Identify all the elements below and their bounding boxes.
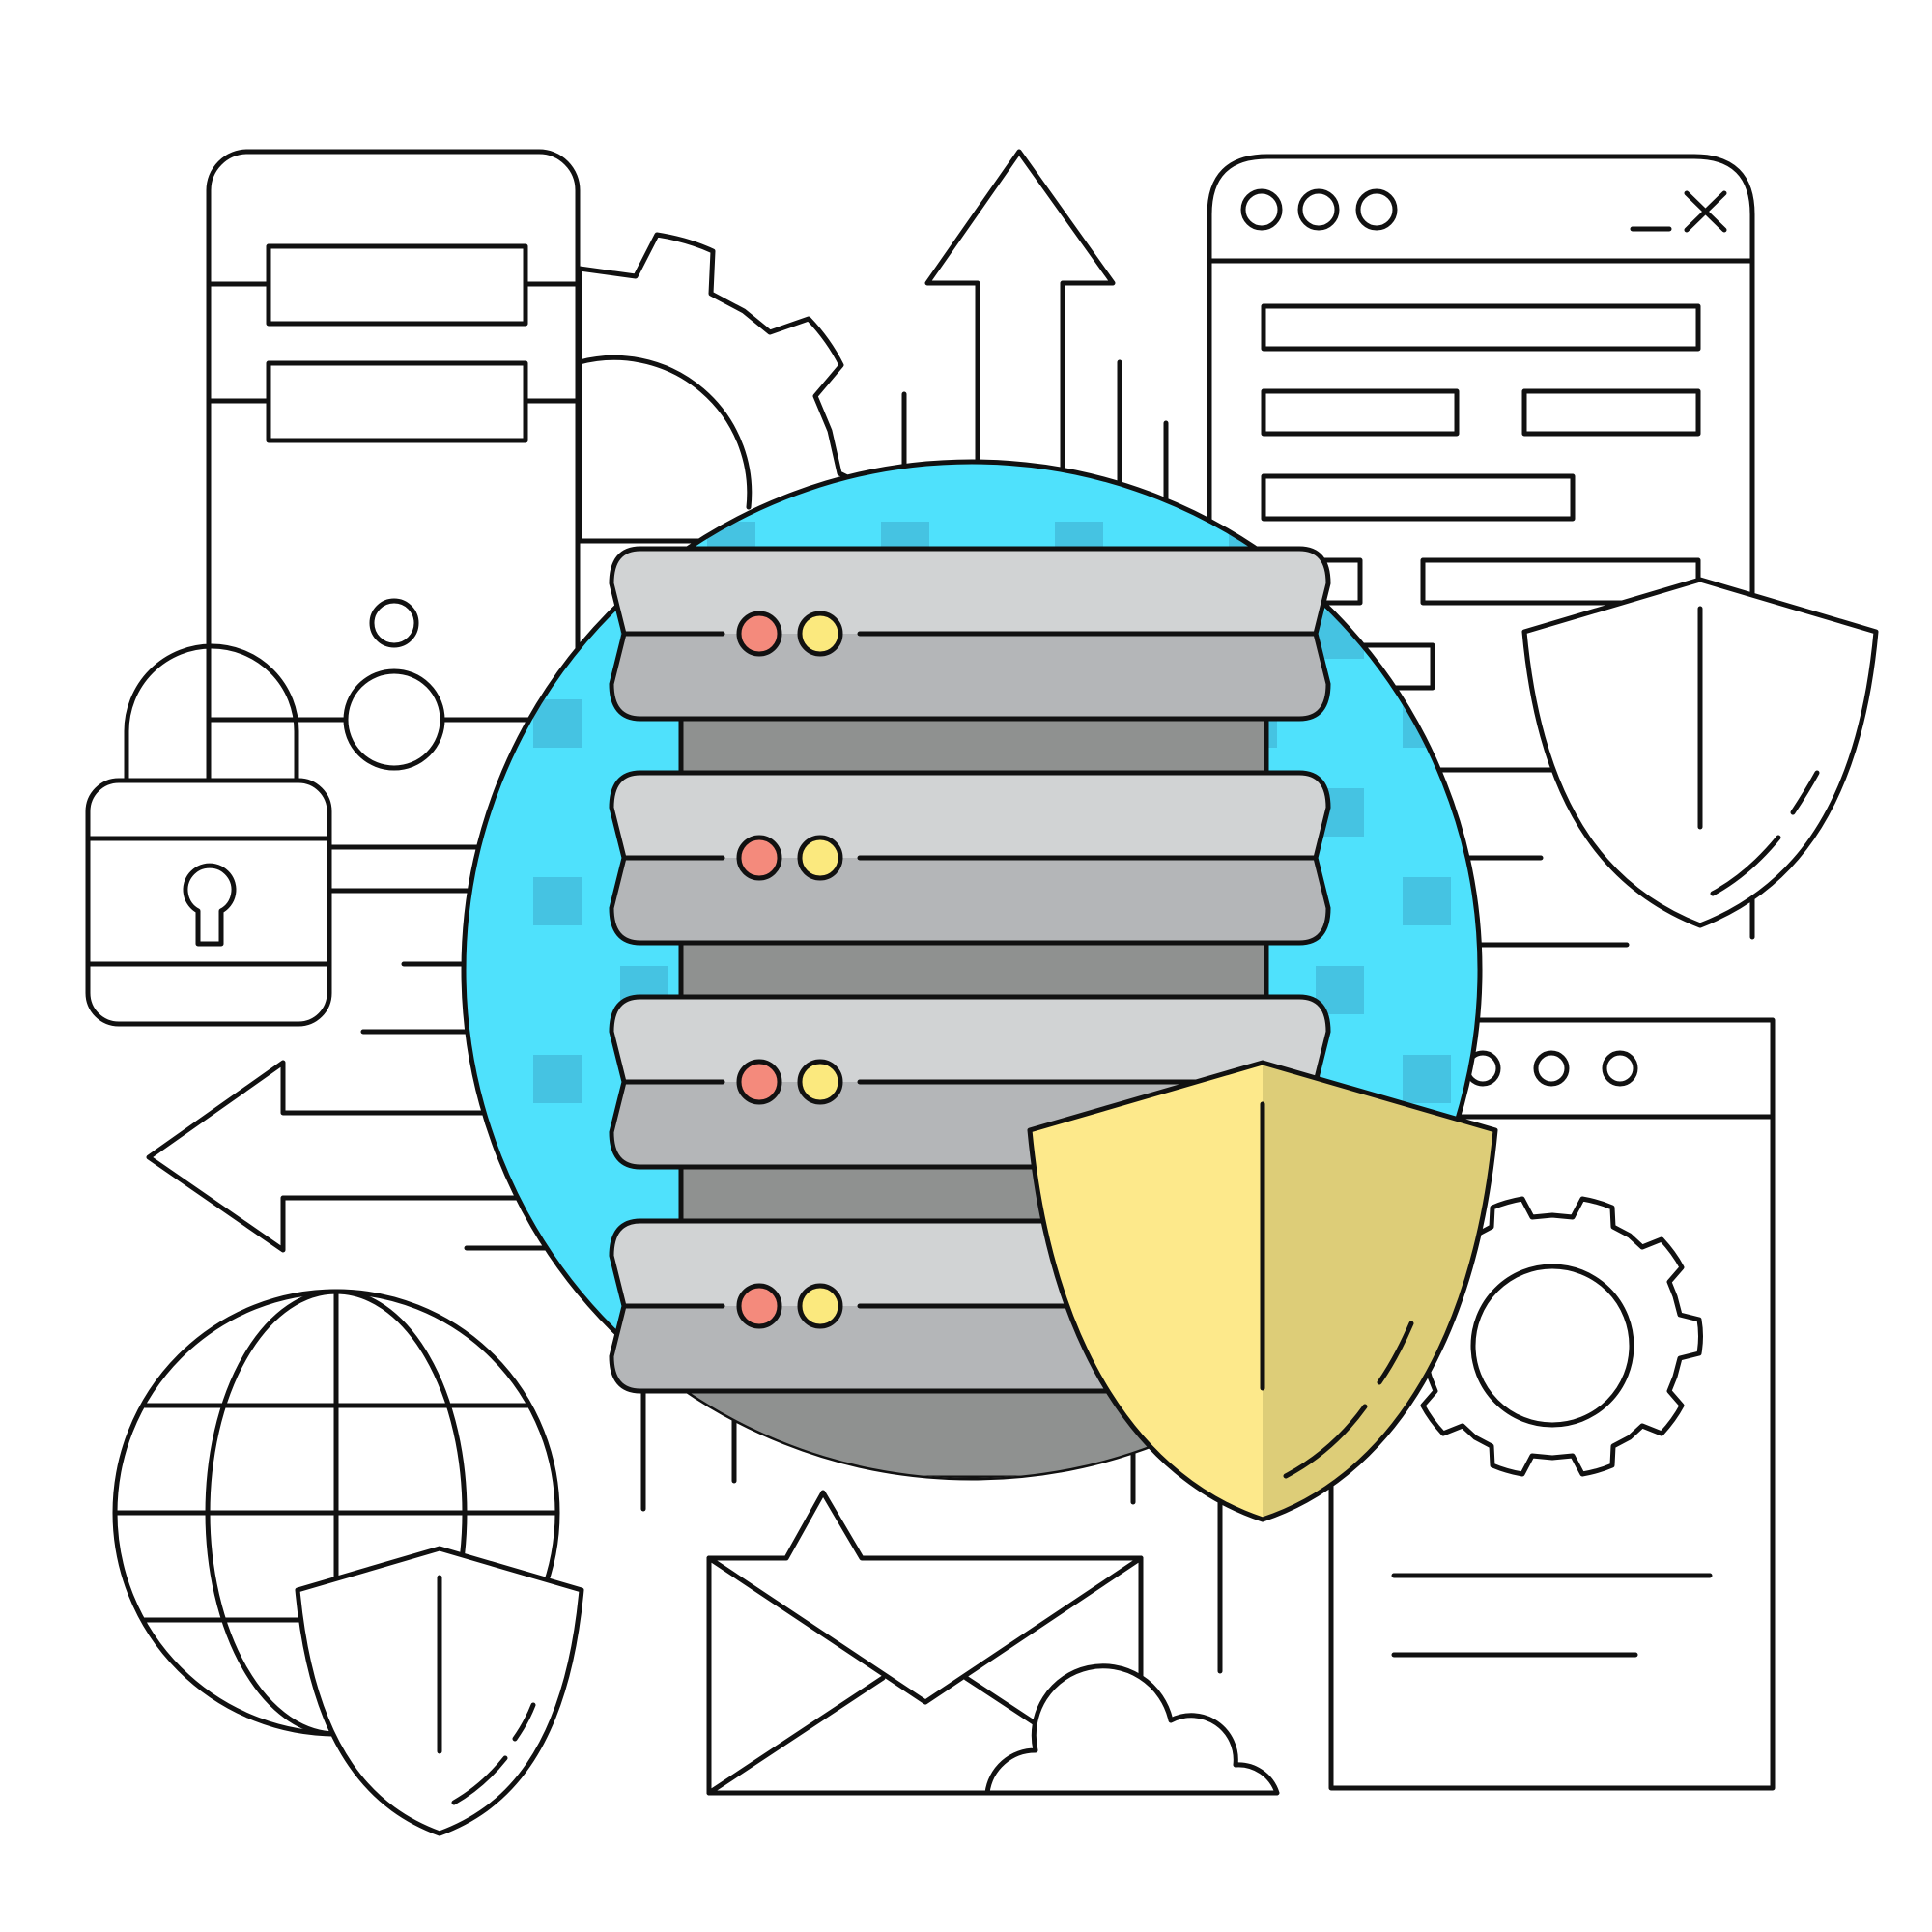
email-envelope-icon — [640, 1359, 1223, 1796]
grid-tile — [533, 877, 582, 925]
cloud-icon — [984, 1663, 1280, 1796]
status-led-yellow — [797, 1283, 843, 1329]
upload-arrow-icon — [901, 149, 1169, 505]
security-shield-icon — [295, 1546, 584, 1836]
status-led-yellow — [797, 611, 843, 657]
grid-tile — [1403, 877, 1451, 925]
security-shield-icon — [1521, 577, 1879, 928]
gear-icon — [1403, 1196, 1703, 1477]
status-led-red — [736, 1283, 782, 1329]
grid-tile — [533, 699, 582, 748]
status-led-yellow — [797, 1059, 843, 1105]
server-unit — [609, 546, 1331, 722]
status-led-yellow — [797, 835, 843, 881]
status-led-red — [736, 1059, 782, 1105]
security-shield-icon — [1027, 1060, 1498, 1522]
grid-tile — [1403, 1055, 1451, 1103]
gear-icon — [577, 232, 882, 544]
status-led-red — [736, 611, 782, 657]
grid-tile — [533, 1055, 582, 1103]
status-led-red — [736, 835, 782, 881]
server-unit — [609, 770, 1331, 946]
server-tower-icon — [206, 149, 581, 894]
padlock-icon — [85, 643, 486, 1035]
